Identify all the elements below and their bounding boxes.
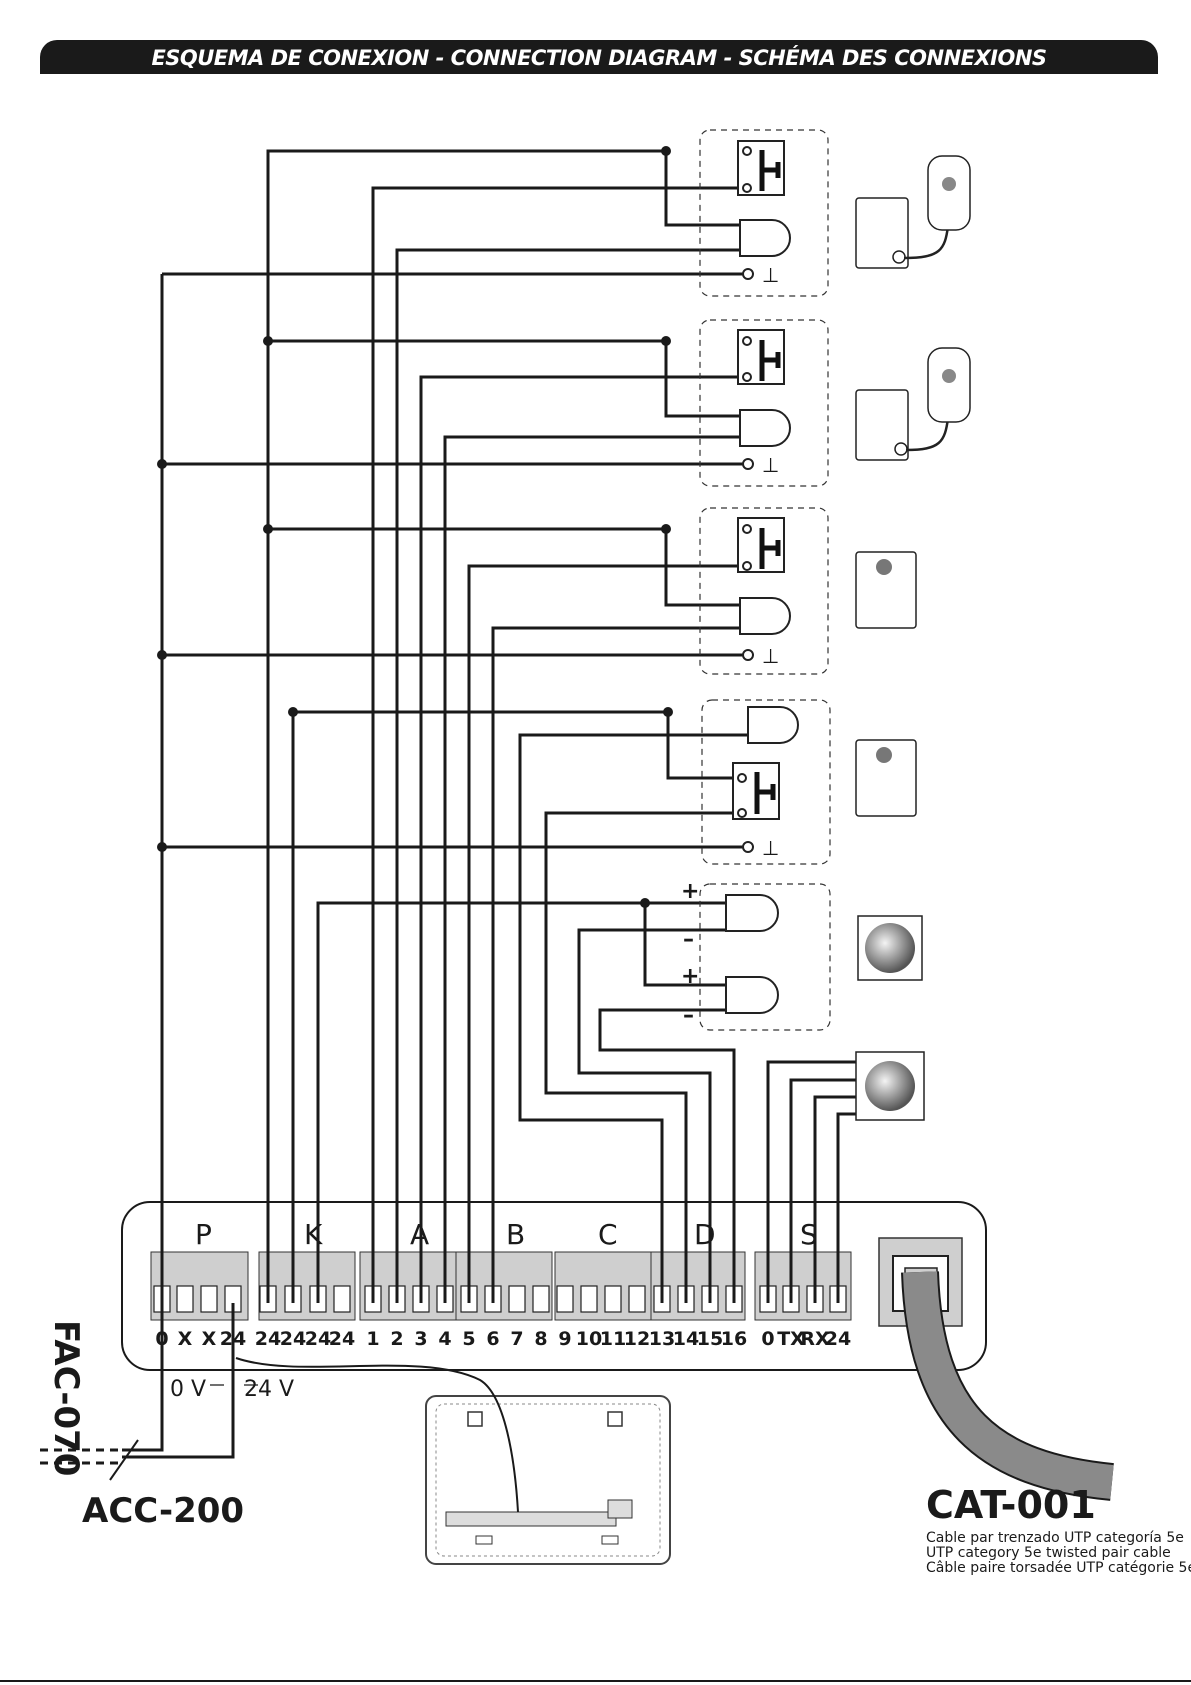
- controller-model-label: FAC-070: [46, 1320, 86, 1476]
- block-label: P: [195, 1218, 212, 1251]
- svg-text:+: +: [681, 879, 699, 904]
- terminal-label: TX: [777, 1328, 805, 1350]
- serial-reader: [855, 1051, 925, 1121]
- terminal-label: 3: [414, 1328, 427, 1350]
- utp-cable: [903, 1271, 1114, 1499]
- exit-button-plate-2: [855, 739, 917, 817]
- svg-text:–: –: [683, 927, 694, 952]
- block-label: C: [598, 1218, 618, 1251]
- terminal-screw: [508, 1285, 526, 1313]
- terminal-screw: [532, 1285, 550, 1313]
- terminal-label: 9: [558, 1328, 571, 1350]
- svg-text:⊥: ⊥: [762, 263, 779, 287]
- terminal-label: 10: [576, 1328, 602, 1350]
- svg-text:⊥: ⊥: [762, 453, 779, 477]
- terminal-label: 4: [438, 1328, 451, 1350]
- keyfob-icon: [927, 347, 971, 423]
- zoom-leader-line: [235, 1357, 519, 1513]
- indicator-light: [857, 915, 923, 981]
- svg-text:+: +: [681, 964, 699, 989]
- svg-text:⊥: ⊥: [762, 644, 779, 668]
- terminal-label: 6: [486, 1328, 499, 1350]
- led-gate-icon: [747, 706, 799, 744]
- svg-text:⊥: ⊥: [762, 836, 779, 860]
- terminal-screw: [580, 1285, 598, 1313]
- cable-desc-es: Cable par trenzado UTP categoría 5e: [926, 1530, 1184, 1546]
- keyfob-icon: [927, 155, 971, 231]
- title-text: ESQUEMA DE CONEXION - CONNECTION DIAGRAM…: [151, 46, 1047, 70]
- controller-body: [121, 1201, 987, 1371]
- terminal-screw: [200, 1285, 218, 1313]
- terminal-label: 12: [624, 1328, 650, 1350]
- exit-button-plate-1: [855, 551, 917, 629]
- svg-text:–: –: [683, 1003, 694, 1028]
- wiring: [122, 149, 856, 1459]
- voltage-0-label: 0 V: [170, 1377, 206, 1402]
- terminal-label: 0: [761, 1328, 774, 1350]
- voltage-24-label: 24 V: [244, 1377, 294, 1402]
- terminal-label: 8: [534, 1328, 547, 1350]
- terminal-screw: [628, 1285, 646, 1313]
- led-gate-icon: [739, 597, 791, 635]
- terminal-label: 2: [390, 1328, 403, 1350]
- terminal-label: 24: [280, 1328, 306, 1350]
- block-label: D: [694, 1218, 716, 1251]
- led-gate-icon: [725, 894, 779, 932]
- cable-desc-fr: Câble paire torsadée UTP catégorie 5e: [926, 1560, 1191, 1576]
- terminal-label: 15: [697, 1328, 723, 1350]
- terminal-screw: [333, 1285, 351, 1313]
- push-button-module-4: [701, 699, 831, 865]
- terminal-screw: [176, 1285, 194, 1313]
- polarity-labels: + – + –: [681, 879, 699, 1028]
- block-label: S: [800, 1218, 818, 1251]
- terminal-label: X: [178, 1328, 193, 1350]
- power-supply-label: ACC-200: [82, 1491, 244, 1531]
- proximity-reader-2: [855, 347, 971, 461]
- terminal-label: 24: [329, 1328, 355, 1350]
- push-button-module-1: [699, 129, 829, 297]
- terminal-label: 5: [462, 1328, 475, 1350]
- terminal-screw: [604, 1285, 622, 1313]
- led-gate-icon: [739, 409, 791, 447]
- terminal-screw: [556, 1285, 574, 1313]
- led-gate-icon: [739, 219, 791, 257]
- push-button-module-3: [699, 507, 829, 675]
- cable-model-label: CAT-001: [926, 1483, 1096, 1527]
- push-button-module-2: [699, 319, 829, 487]
- terminal-label: RX: [800, 1328, 830, 1350]
- proximity-reader-1: [855, 155, 971, 269]
- led-gate-icon: [725, 976, 779, 1014]
- block-label: B: [506, 1218, 525, 1251]
- terminal-label: 24: [305, 1328, 331, 1350]
- led-module: [699, 883, 831, 1031]
- terminal-label: 24: [255, 1328, 281, 1350]
- terminal-label: 14: [673, 1328, 699, 1350]
- terminal-label: 24: [825, 1328, 851, 1350]
- title-banner: ESQUEMA DE CONEXION - CONNECTION DIAGRAM…: [40, 40, 1158, 74]
- block-label: K: [304, 1218, 323, 1251]
- slash-mark: [109, 1439, 139, 1481]
- terminal-label: 1: [366, 1328, 379, 1350]
- ground-symbols: ⊥ ⊥ ⊥ ⊥: [762, 263, 779, 860]
- terminal-label: 16: [721, 1328, 747, 1350]
- junction-dots: [157, 146, 673, 908]
- terminal-label: X: [202, 1328, 217, 1350]
- cable-desc-en: UTP category 5e twisted pair cable: [926, 1545, 1171, 1561]
- terminal-label: 11: [600, 1328, 626, 1350]
- terminal-label: 13: [649, 1328, 675, 1350]
- terminal-screws: [153, 1285, 847, 1313]
- controller-thumbnail: [425, 1395, 671, 1565]
- terminal-label: 7: [510, 1328, 523, 1350]
